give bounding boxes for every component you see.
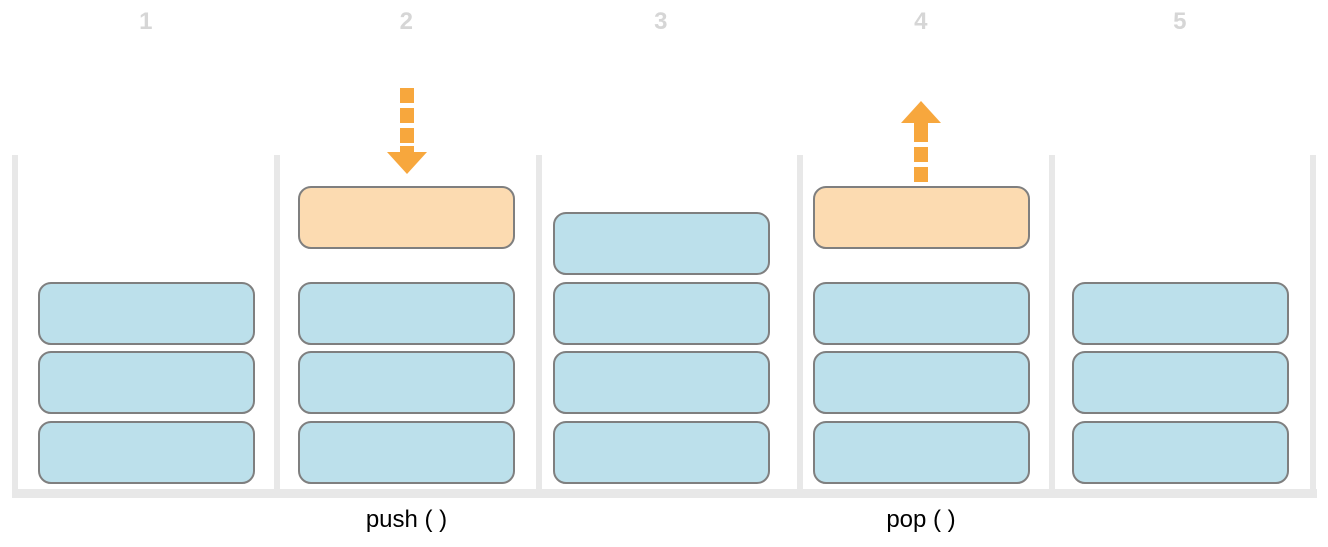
push-active-block xyxy=(298,186,515,249)
arrow-dash xyxy=(399,128,414,143)
stack-block xyxy=(1071,351,1289,414)
stack-block xyxy=(552,282,770,345)
stack-block xyxy=(552,351,770,414)
pop-active-block xyxy=(812,186,1030,249)
stack-block xyxy=(37,421,255,484)
stack-block xyxy=(1071,282,1289,345)
stack-block xyxy=(552,421,770,484)
stack-block xyxy=(37,282,255,345)
arrow-head-up xyxy=(901,101,941,123)
stack-block xyxy=(552,212,770,275)
stack-container-wall-4 xyxy=(797,155,803,489)
arrow-dash xyxy=(399,88,414,103)
stack-container-wall-1 xyxy=(12,155,18,489)
arrow-dash xyxy=(399,108,414,123)
stack-container-wall-6 xyxy=(1310,155,1316,489)
stack-block xyxy=(298,421,515,484)
stack-container-wall-3 xyxy=(536,155,542,489)
step-number-3: 3 xyxy=(654,8,668,35)
stack-container-wall-5 xyxy=(1049,155,1055,489)
stack-block xyxy=(298,282,515,345)
arrow-dash xyxy=(914,122,928,130)
operation-label-pop: pop ( ) xyxy=(886,506,956,533)
operation-label-push: push ( ) xyxy=(365,506,448,533)
stack-block xyxy=(298,351,515,414)
arrow-dash xyxy=(399,146,414,154)
stack-block xyxy=(812,282,1030,345)
stack-block xyxy=(812,421,1030,484)
arrow-dash xyxy=(914,127,928,142)
stack-container-floor xyxy=(12,489,1317,498)
stack-block xyxy=(1071,421,1289,484)
step-number-1: 1 xyxy=(139,8,153,35)
step-number-2: 2 xyxy=(399,8,414,35)
stack-container-wall-2 xyxy=(274,155,280,489)
step-number-5: 5 xyxy=(1173,8,1187,35)
step-number-4: 4 xyxy=(914,8,928,35)
arrow-dash xyxy=(914,167,928,182)
arrow-dash xyxy=(914,147,928,162)
stack-block xyxy=(812,351,1030,414)
stack-block xyxy=(37,351,255,414)
arrow-head-down xyxy=(386,152,427,174)
